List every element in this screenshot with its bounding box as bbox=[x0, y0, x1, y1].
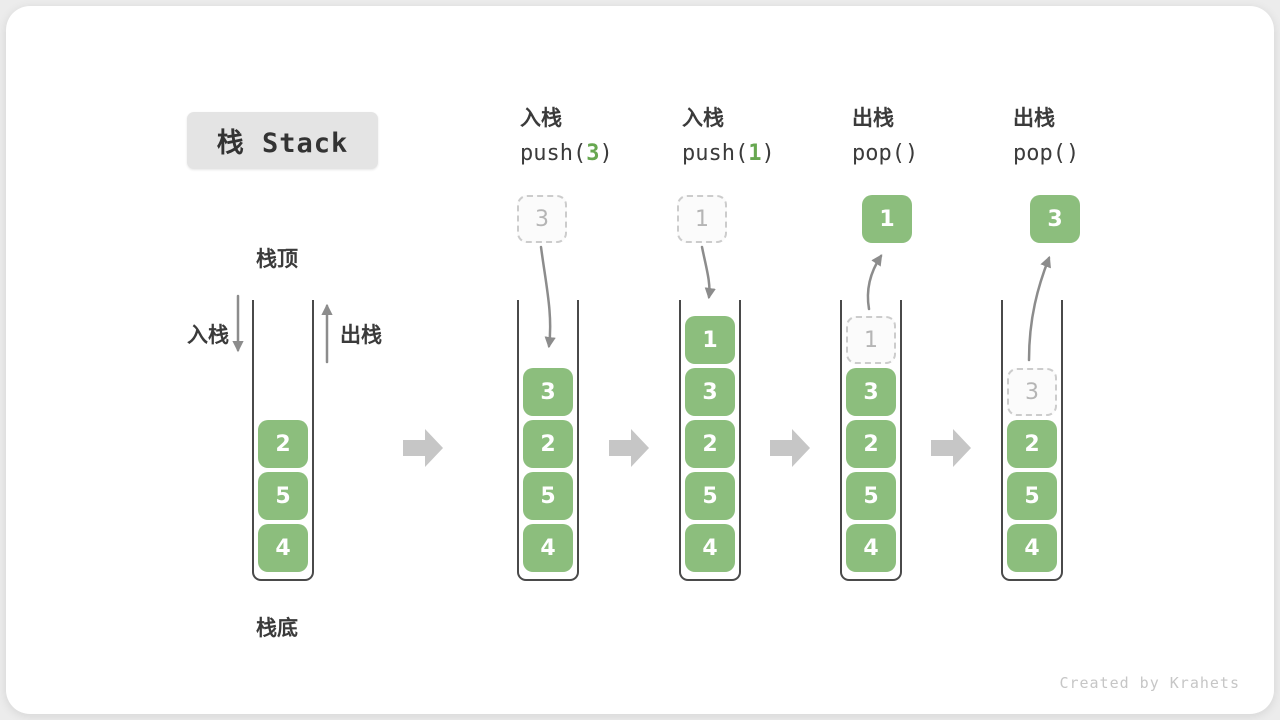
code-pre: push( bbox=[520, 141, 587, 166]
stack-cell: 3 bbox=[523, 368, 573, 416]
stack-cell: 5 bbox=[846, 472, 896, 520]
page-title: 栈 Stack bbox=[216, 128, 349, 159]
incoming-element-1: 1 bbox=[677, 195, 727, 243]
incoming-element-3: 3 bbox=[517, 195, 567, 243]
op-code: push(1) bbox=[682, 141, 775, 167]
stack-after-push-3: 3 2 5 4 bbox=[517, 300, 579, 581]
popped-element-3: 3 bbox=[1030, 195, 1080, 243]
ghost-cell: 1 bbox=[846, 316, 896, 364]
ghost-cell: 3 bbox=[1007, 368, 1057, 416]
label-stack-top: 栈顶 bbox=[256, 248, 298, 271]
op-label-pop-1: 出栈 pop() bbox=[852, 106, 918, 167]
stack-after-pop-1: 1 3 2 5 4 bbox=[840, 300, 902, 581]
step-arrow-icon bbox=[609, 429, 649, 467]
op-name: 入栈 bbox=[520, 107, 562, 130]
stack-cell: 5 bbox=[258, 472, 308, 520]
stack-initial: 2 5 4 bbox=[252, 300, 314, 581]
title-box: 栈 Stack bbox=[187, 112, 378, 169]
code-arg: 1 bbox=[748, 141, 762, 166]
stack-cell: 4 bbox=[258, 524, 308, 572]
op-name: 出栈 bbox=[1013, 107, 1055, 130]
code-arg: 3 bbox=[586, 141, 600, 166]
stack-cell: 4 bbox=[846, 524, 896, 572]
step-arrow-icon bbox=[403, 429, 443, 467]
stack-cell: 4 bbox=[685, 524, 735, 572]
op-name: 出栈 bbox=[852, 107, 894, 130]
op-label-pop-2: 出栈 pop() bbox=[1013, 106, 1079, 167]
stack-cell: 1 bbox=[685, 316, 735, 364]
stack-cell: 2 bbox=[523, 420, 573, 468]
label-stack-bottom: 栈底 bbox=[256, 617, 298, 640]
watermark: Created by Krahets bbox=[1059, 674, 1240, 692]
stack-cell: 3 bbox=[685, 368, 735, 416]
popped-element-1: 1 bbox=[862, 195, 912, 243]
stack-cell: 3 bbox=[846, 368, 896, 416]
op-code: push(3) bbox=[520, 141, 613, 167]
step-arrow-icon bbox=[770, 429, 810, 467]
stack-cell: 4 bbox=[523, 524, 573, 572]
op-label-push-3: 入栈 push(3) bbox=[520, 106, 613, 167]
op-label-push-1: 入栈 push(1) bbox=[682, 106, 775, 167]
stack-cell: 5 bbox=[1007, 472, 1057, 520]
op-code: pop() bbox=[1013, 141, 1080, 166]
stack-cell: 2 bbox=[685, 420, 735, 468]
code-post: ) bbox=[761, 141, 775, 166]
step-arrow-icon bbox=[931, 429, 971, 467]
stack-cell: 4 bbox=[1007, 524, 1057, 572]
stack-cell: 2 bbox=[258, 420, 308, 468]
op-name: 入栈 bbox=[682, 107, 724, 130]
stack-cell: 5 bbox=[523, 472, 573, 520]
op-code: pop() bbox=[852, 141, 919, 166]
label-push-direction: 入栈 bbox=[187, 324, 229, 347]
code-pre: push( bbox=[682, 141, 749, 166]
stack-after-pop-2: 3 2 5 4 bbox=[1001, 300, 1063, 581]
stack-cell: 5 bbox=[685, 472, 735, 520]
stack-cell: 2 bbox=[1007, 420, 1057, 468]
stack-after-push-1: 1 3 2 5 4 bbox=[679, 300, 741, 581]
stack-cell: 2 bbox=[846, 420, 896, 468]
code-post: ) bbox=[599, 141, 613, 166]
label-pop-direction: 出栈 bbox=[340, 324, 382, 347]
